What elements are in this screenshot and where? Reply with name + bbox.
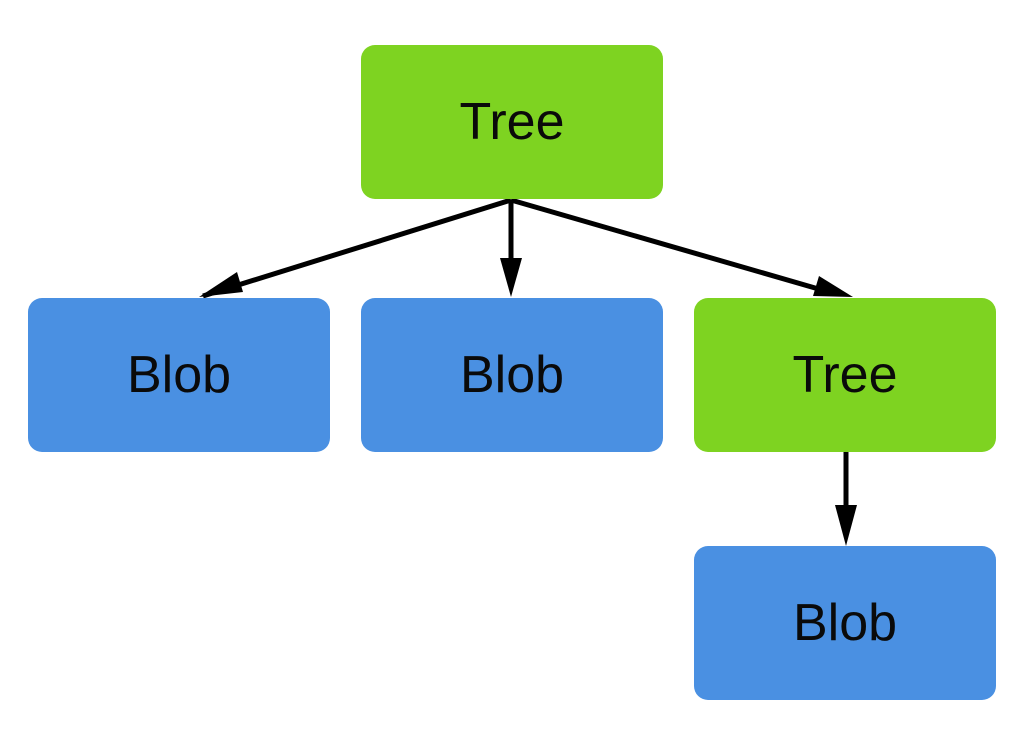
blob-node-3: Blob xyxy=(694,546,996,700)
blob-node-1: Blob xyxy=(28,298,330,452)
tree-node-subtree: Tree xyxy=(694,298,996,452)
blob-node-2: Blob xyxy=(361,298,663,452)
arrowhead-icon xyxy=(500,258,522,297)
node-label: Tree xyxy=(792,346,898,404)
tree-node-root: Tree xyxy=(361,45,663,199)
node-label: Blob xyxy=(126,346,232,404)
edges xyxy=(199,197,857,546)
edge-root-to-blob-1 xyxy=(202,197,512,299)
arrowhead-icon xyxy=(199,272,243,297)
node-label: Tree xyxy=(459,93,565,151)
node-label: Blob xyxy=(792,594,898,652)
arrowhead-icon xyxy=(813,276,853,297)
node-label: Blob xyxy=(459,346,565,404)
edge-root-to-subtree xyxy=(510,197,823,293)
arrowhead-icon xyxy=(835,505,857,546)
